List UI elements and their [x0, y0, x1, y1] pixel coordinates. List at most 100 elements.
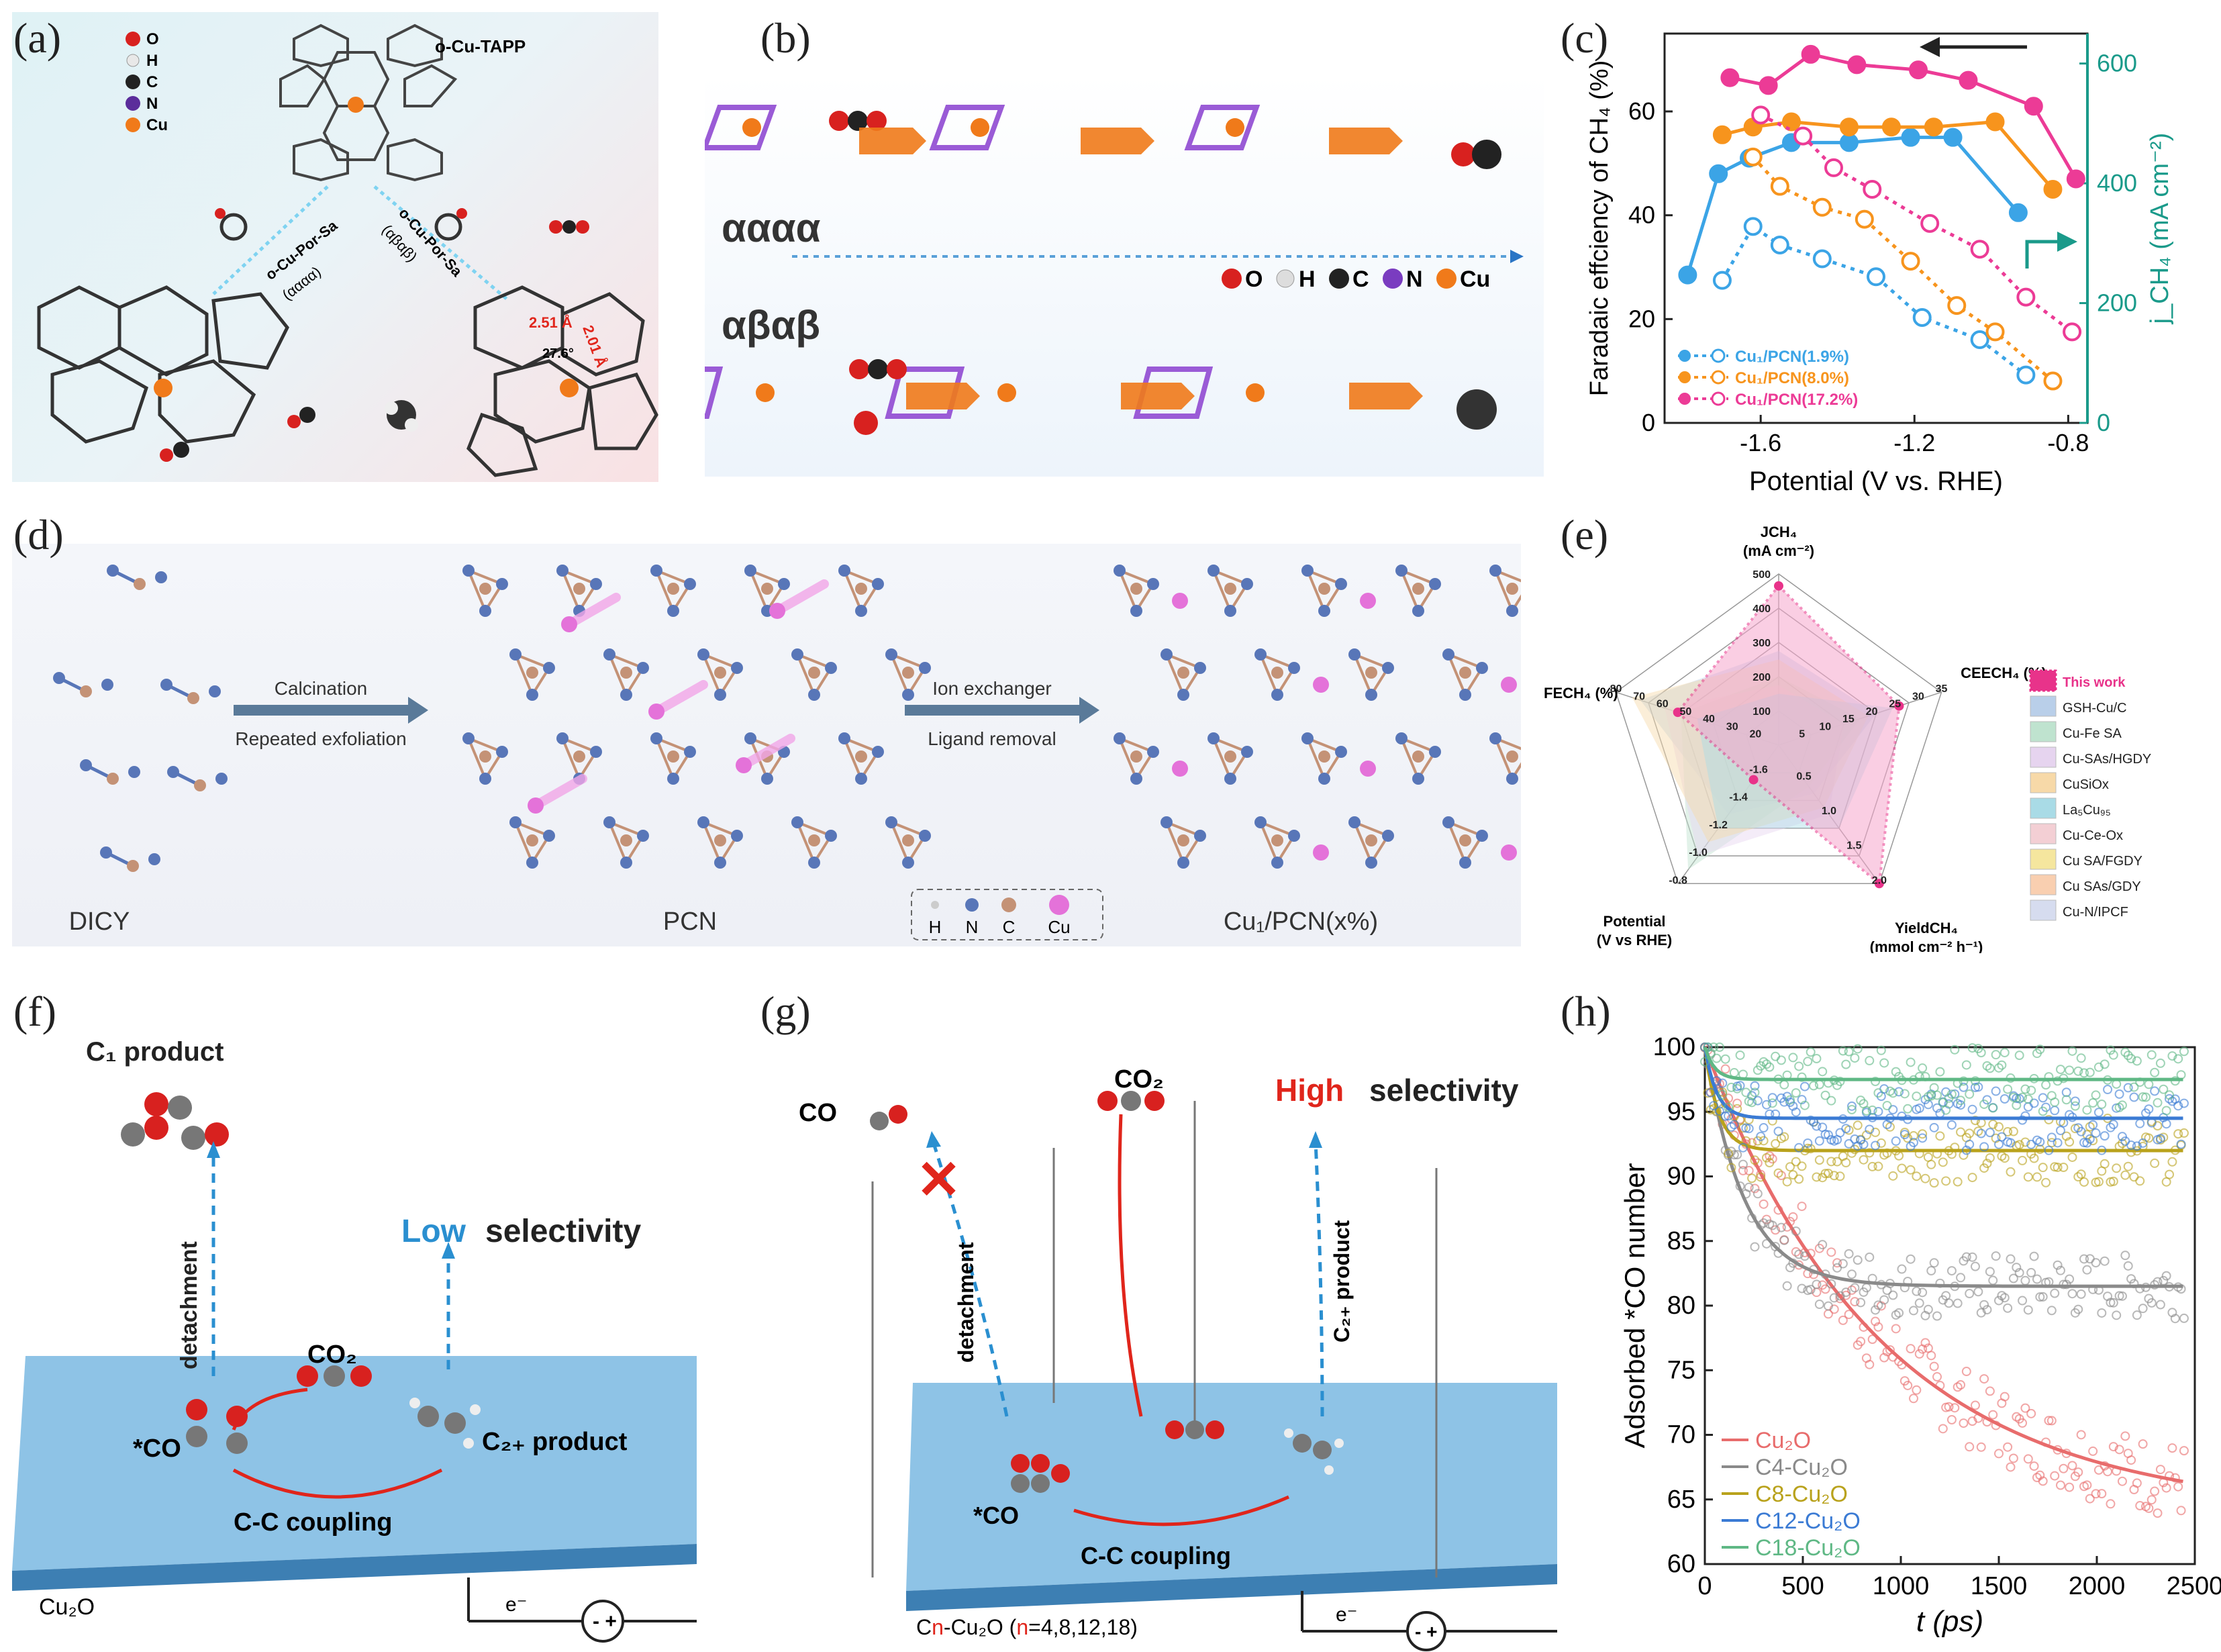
scatter-point [1791, 1088, 1801, 1098]
cu-atom [1313, 677, 1329, 693]
data-point [1743, 147, 1763, 166]
n-atom [1348, 648, 1361, 661]
d-legend-cu: Cu [1048, 917, 1070, 937]
legend-label: Cu-N/IPCF [2063, 905, 2128, 920]
cu-atom [769, 603, 785, 619]
cu-atom [528, 797, 544, 814]
scatter-point [1918, 1129, 1928, 1139]
scatter-point [2073, 1066, 2083, 1076]
f-selectivity-label: selectivity [485, 1214, 641, 1249]
axis-fe-label: FECH₄ (%) [1544, 685, 1618, 701]
n-atom [100, 846, 112, 859]
scatter-point [2155, 1465, 2165, 1475]
scatter-point [1720, 1054, 1730, 1064]
n-atom [1130, 773, 1142, 785]
scatter-point [1908, 1394, 1918, 1404]
scatter-point [2144, 1104, 2154, 1114]
legend-label: Cu SA/FGDY [2063, 854, 2142, 869]
scatter-point [2065, 1137, 2075, 1147]
n-atom [825, 662, 837, 674]
scatter-point [1820, 1090, 1830, 1100]
step1-bottom-label: Repeated exfoliation [235, 728, 406, 749]
n-atom [1130, 605, 1142, 617]
scatter-point [2108, 1050, 2118, 1060]
c-atom [667, 583, 679, 595]
scatter-point [2003, 1303, 2013, 1313]
scatter-point [2035, 1292, 2045, 1302]
legend-label: CuSiOx [2063, 777, 2109, 792]
radar-tick-label: -1.4 [1729, 792, 1748, 804]
scatter-point [1791, 1157, 1801, 1167]
scatter-point [1932, 1090, 1942, 1100]
scatter-point [2138, 1092, 2148, 1102]
scatter-point [2023, 1305, 2033, 1315]
scatter-point [1929, 1258, 1939, 1268]
scatter-point [1779, 1097, 1789, 1107]
n-atom [1489, 565, 1501, 577]
heptazine-unit [842, 736, 880, 782]
n-atom [1395, 732, 1408, 744]
c-atom [1177, 834, 1189, 846]
scatter-point [2088, 1446, 2098, 1456]
n-atom [684, 578, 696, 590]
scatter-point [1799, 1251, 1810, 1261]
heptazine-unit [1446, 820, 1484, 866]
scatter-point [1773, 1126, 1783, 1136]
data-point [2043, 371, 2063, 391]
scatter-point [1747, 1173, 1757, 1183]
scatter-point [2053, 1162, 2063, 1172]
scatter-point [1750, 1242, 1760, 1252]
data-point [1812, 249, 1832, 269]
scatter-point [2006, 1462, 2016, 1472]
scatter-point [1761, 1100, 1771, 1110]
n-atom [1288, 662, 1300, 674]
scatter-point [2135, 1176, 2145, 1186]
panel-label-a: (a) [13, 14, 62, 62]
scatter-point [2135, 1118, 2145, 1128]
scatter-point [1724, 1149, 1734, 1159]
scatter-point [2076, 1289, 2086, 1299]
scatter-point [1803, 1138, 1813, 1148]
scatter-point [1853, 1120, 1863, 1130]
scatter-point [1982, 1305, 1992, 1315]
scatter-point [2106, 1045, 2116, 1055]
scatter-point [1938, 1157, 1948, 1167]
n-atom [731, 662, 743, 674]
legend-label: Cu-Ce-Ox [2063, 828, 2123, 843]
legend-swatch [2030, 772, 2057, 793]
scatter-point [1826, 1096, 1836, 1106]
n-atom [543, 830, 555, 842]
scatter-point [1873, 1106, 1883, 1116]
n-atom [479, 773, 491, 785]
scatter-point [2085, 1067, 2095, 1077]
c-atom [667, 750, 679, 763]
fit-curve-2 [1703, 1047, 2183, 1153]
scatter-point [2179, 1313, 2189, 1323]
scatter-point [1953, 1177, 1963, 1187]
scatter-point [1873, 1322, 1883, 1332]
n-atom [1194, 662, 1206, 674]
n-atom [1161, 816, 1173, 828]
radar-tick-label: 60 [1657, 699, 1669, 710]
scatter-point [1994, 1063, 2004, 1073]
scatter-point [2079, 1068, 2089, 1078]
n-atom [603, 816, 615, 828]
n-atom [1412, 605, 1424, 617]
legend-swatch [2030, 746, 2057, 768]
cu-atom [1501, 677, 1517, 693]
scatter-point [2029, 1098, 2039, 1108]
heptazine-unit [701, 820, 739, 866]
n-atom [872, 746, 884, 758]
this-work-point [1874, 879, 1884, 889]
scatter-point [1732, 1150, 1742, 1160]
scatter-point [1988, 1119, 1998, 1129]
n-atom [1365, 857, 1377, 869]
f-battery-icon: - + [593, 1610, 617, 1633]
cu-atom [1360, 593, 1376, 609]
scatter-point [2053, 1138, 2063, 1148]
scatter-point [2003, 1442, 2013, 1452]
c-atom [714, 834, 726, 846]
scatter-point [1988, 1275, 1998, 1285]
cu-atom [1172, 761, 1188, 777]
